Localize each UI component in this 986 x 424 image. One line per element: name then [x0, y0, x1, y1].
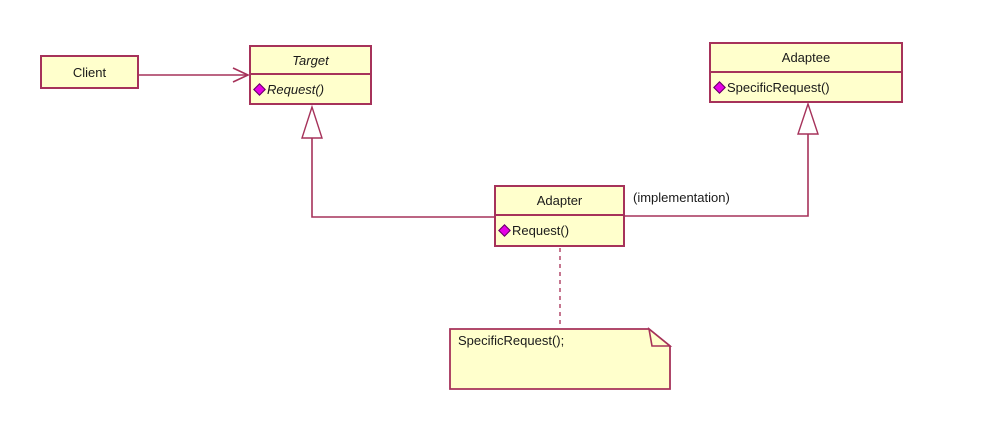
- method-visibility-icon: [713, 80, 726, 94]
- generalization-adapter-target: [301, 104, 494, 218]
- class-box-adaptee: Adaptee SpecificRequest(): [709, 42, 903, 103]
- class-box-target: Target Request(): [249, 45, 372, 105]
- client-box: Client: [40, 55, 139, 89]
- hollow-triangle-icon: [301, 104, 323, 139]
- class-title: Adapter: [496, 187, 623, 216]
- class-title: Adaptee: [711, 44, 901, 73]
- dependency-arrow-client-target: [139, 67, 250, 83]
- class-method: Request(): [267, 81, 325, 97]
- class-box-adapter: Adapter Request(): [494, 185, 625, 247]
- class-title: Target: [251, 47, 370, 75]
- client-label: Client: [72, 64, 107, 80]
- class-method: Request(): [512, 223, 570, 238]
- implementation-label: (implementation): [633, 190, 730, 205]
- method-visibility-icon: [498, 224, 511, 237]
- note-shape: [449, 327, 673, 390]
- note-text: SpecificRequest();: [458, 333, 565, 348]
- class-method: SpecificRequest(): [727, 79, 830, 95]
- method-visibility-icon: [253, 82, 266, 96]
- generalization-adapter-adaptee: [625, 101, 819, 217]
- hollow-triangle-icon: [797, 101, 819, 135]
- note-fold-icon: [647, 327, 673, 347]
